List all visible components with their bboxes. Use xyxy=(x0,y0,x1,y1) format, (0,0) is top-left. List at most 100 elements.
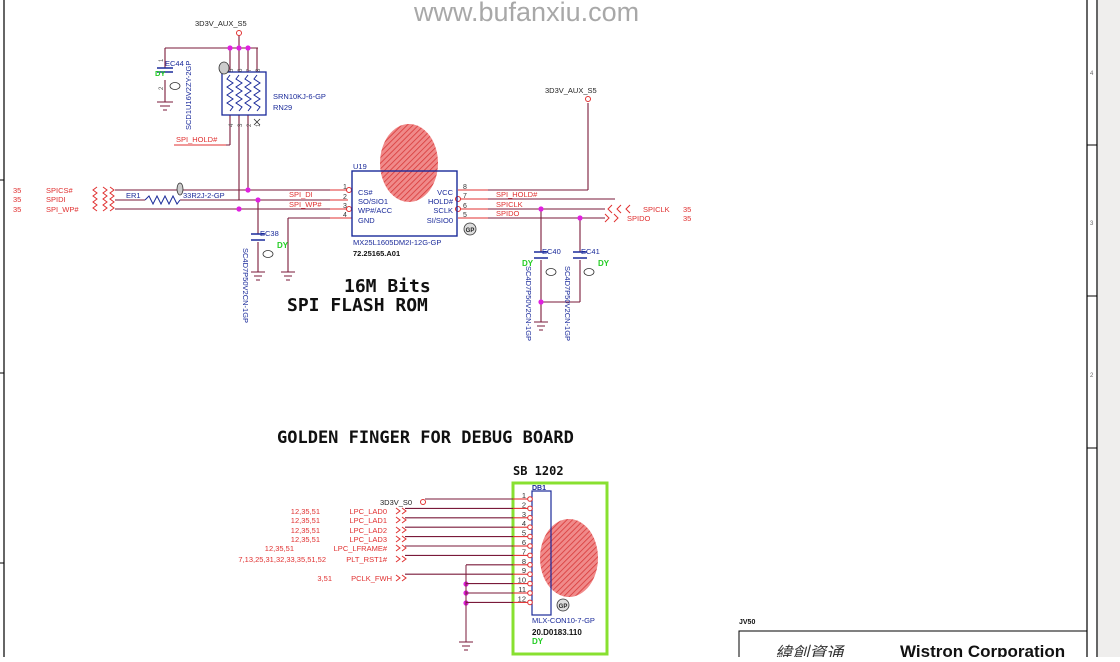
pin-number: 3 xyxy=(522,510,526,519)
page-ref: 35 xyxy=(13,186,21,195)
ref-designator: EC44 xyxy=(165,59,184,68)
probe-marker xyxy=(380,124,438,202)
signal-name: LPC_LAD3 xyxy=(349,535,387,544)
ref-designator: U19 xyxy=(353,162,367,171)
part-value: SC4D7P50V2CN-1GP xyxy=(241,248,250,323)
db1-pin xyxy=(527,496,533,502)
project-name: JV50 xyxy=(739,619,755,626)
zone-label: 4 xyxy=(1090,71,1094,77)
inventory-number: 20.D0183.110 xyxy=(532,628,582,637)
db1-pin xyxy=(527,552,533,559)
signal-name: SPI_WP# xyxy=(46,205,79,214)
pin-number: 1 xyxy=(159,58,165,62)
pin-number: 1 xyxy=(522,491,526,500)
db1-pin xyxy=(527,590,533,596)
zone-label: 2 xyxy=(1090,373,1094,379)
db1-pin xyxy=(527,533,533,540)
part-value: SCD1U16V2ZY-2GP xyxy=(184,61,193,130)
pin-number: 12 xyxy=(518,594,526,603)
pin-number: 10 xyxy=(518,576,526,585)
gp-badge-icon xyxy=(556,598,570,612)
debug-frame xyxy=(511,481,609,656)
pin-number: 8 xyxy=(463,184,467,191)
pin-number: 6 xyxy=(522,538,526,547)
signal-name: LPC_LAD1 xyxy=(349,516,387,525)
dy-flag: DY xyxy=(532,637,544,646)
pin-number: 11 xyxy=(518,585,526,594)
pin-number: 1 xyxy=(256,123,262,127)
page-ref: 12,35,51 xyxy=(291,507,320,516)
offpage-connector-icon xyxy=(395,574,407,582)
viewer-margin xyxy=(1098,0,1120,657)
chip-u19: U19 CS# SO/SIO1 WP#/ACC GND VCC HOLD# SC… xyxy=(343,162,477,258)
pin-number: 9 xyxy=(522,566,526,575)
part-number: MLX-CON10-7-GP xyxy=(532,616,595,625)
offpage-connector-icon xyxy=(92,186,115,212)
signal-name: SPICS# xyxy=(46,186,74,195)
left-spi-signals: 35 SPICS# 35 SPIDI 35 SPI_WP# xyxy=(13,186,115,214)
db1-pin xyxy=(527,543,533,549)
ref-designator: RN29 xyxy=(273,103,292,112)
ref-designator: DB1 xyxy=(532,485,546,492)
capacitor-ec41: EC41 DY SC4D7P50V2CN-1GP xyxy=(563,247,610,341)
debug-signal-list: LPC_LAD012,35,51LPC_LAD112,35,51LPC_LAD2… xyxy=(238,507,407,583)
power-symbol: 3D3V_AUX_S5 xyxy=(545,86,597,102)
debug-title: GOLDEN FINGER FOR DEBUG BOARD xyxy=(277,428,574,448)
page-ref: 35 xyxy=(683,214,691,223)
net-label: SPICLK xyxy=(496,200,523,209)
ground-icon xyxy=(157,101,173,111)
sheet-frame: 4 3 2 xyxy=(0,0,1098,657)
spi-title-line1: 16M Bits xyxy=(344,276,431,297)
net-label: SPI_HOLD# xyxy=(496,190,538,199)
pin-number: 5 xyxy=(229,68,235,72)
part-value: 33R2J-2-GP xyxy=(183,191,225,200)
signal-name: PCLK_FWH xyxy=(351,574,392,583)
spi-flash-section xyxy=(115,35,615,322)
offpage-connector-icon xyxy=(395,526,407,534)
ref-designator: EC40 xyxy=(542,247,561,256)
capacitor-ec44: EC44 DY 1 2 SCD1U16V2ZY-2GP xyxy=(155,58,193,130)
pin-number: 2 xyxy=(343,194,347,201)
signal-name: LPC_LAD0 xyxy=(349,507,387,516)
title-block: JV50 緯創資通 Wistron Corporation xyxy=(738,619,1088,662)
pin-number: 8 xyxy=(522,557,526,566)
part-value: SC4D7P50V2CN-1GP xyxy=(563,266,572,341)
signal-name: LPC_LFRAME# xyxy=(334,544,388,553)
pin-name: GND xyxy=(358,216,375,225)
signal-name: LPC_LAD2 xyxy=(349,526,387,535)
pin-number: 6 xyxy=(238,68,244,72)
junction-dots xyxy=(227,45,583,606)
pin-number: 4 xyxy=(229,123,235,127)
gp-badge: GP xyxy=(559,604,568,610)
pin-number: 7 xyxy=(463,193,467,200)
inventory-number: 72.25165.A01 xyxy=(353,249,400,258)
pin-number: 2 xyxy=(247,123,253,127)
pin-number: 2 xyxy=(159,86,165,90)
resistor-network-rn29: SRN10KJ-6-GP RN29 5 6 7 8 4 3 2 1 xyxy=(218,61,326,127)
ref-designator: EC41 xyxy=(581,247,600,256)
dy-flag: DY xyxy=(598,259,610,268)
offpage-connector-icon xyxy=(395,555,407,563)
signal-name: PLT_RST1# xyxy=(346,555,388,564)
pin-number: 7 xyxy=(247,68,253,72)
company-name-cn: 緯創資通 xyxy=(775,644,845,657)
part-number: MX25L1605DM2I-12G-GP xyxy=(353,238,441,247)
pin-number: 5 xyxy=(463,212,467,219)
page-ref: 12,35,51 xyxy=(291,516,320,525)
gp-badge: GP xyxy=(466,228,475,234)
connector-db1-body xyxy=(531,490,552,616)
page-ref: 12,35,51 xyxy=(265,544,294,553)
pin-name: SO/SIO1 xyxy=(358,197,388,206)
db1-pin xyxy=(527,580,533,587)
company-name: Wistron Corporation xyxy=(900,642,1065,657)
probe-marker xyxy=(540,519,598,597)
pin-number: 3 xyxy=(343,203,347,210)
part-value: SRN10KJ-6-GP xyxy=(273,92,326,101)
db1-pin xyxy=(527,571,533,578)
signal-name: SPIDO xyxy=(627,214,651,223)
db1-pin xyxy=(527,562,533,568)
pin-number: 7 xyxy=(522,547,526,556)
offpage-connector-icon xyxy=(604,204,631,223)
